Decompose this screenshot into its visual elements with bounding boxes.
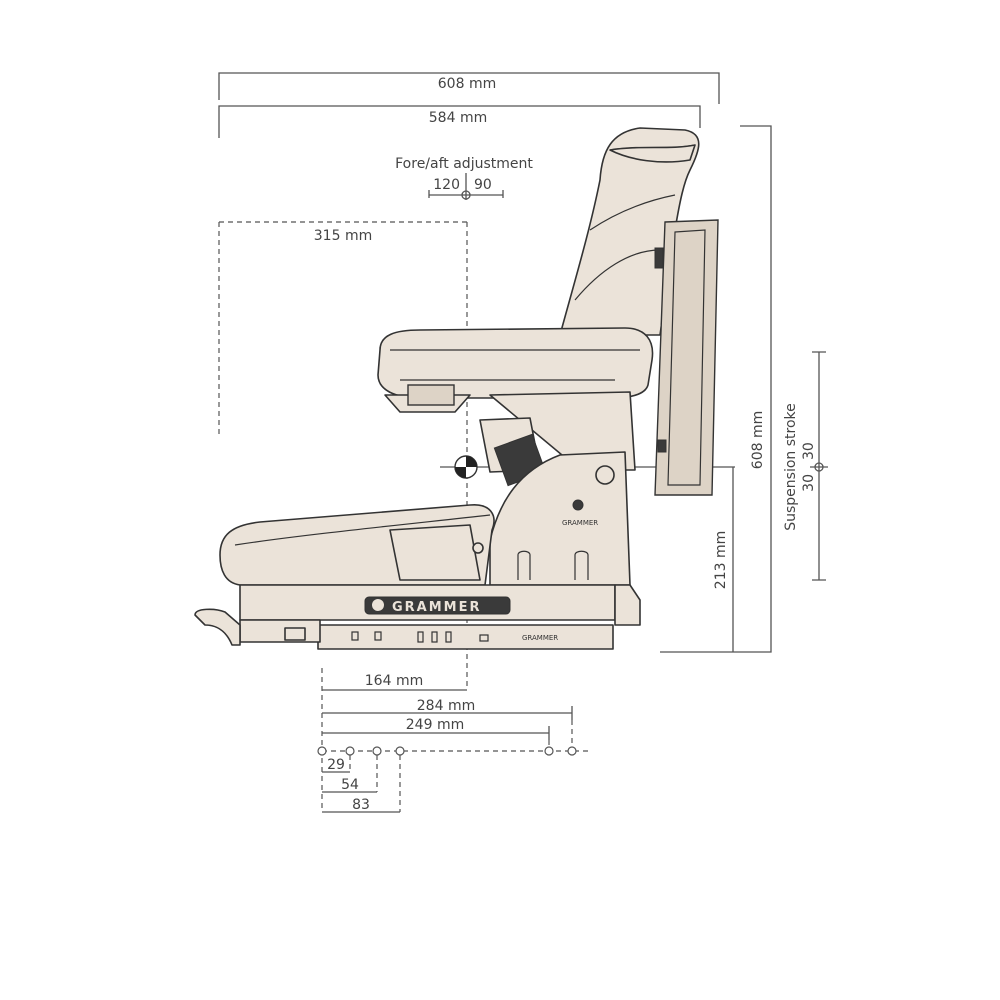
dim-fore-aft: Fore/aft adjustment 120 90 xyxy=(395,156,533,200)
dim-label-54: 54 xyxy=(341,777,359,793)
dim-label-29: 29 xyxy=(327,757,345,773)
fore-aft-back-value: 120 xyxy=(433,177,460,193)
dim-bottom: 164 mm 284 mm 249 mm 29 54 83 xyxy=(317,668,592,813)
mount-hole xyxy=(544,746,554,756)
mount-hole xyxy=(372,746,382,756)
base-brand-logo: GRAMMER xyxy=(392,600,482,615)
dim-seat-depth: 584 mm xyxy=(218,105,701,138)
dim-overall-width: 608 mm xyxy=(218,72,720,104)
dim-sip-height: 213 mm xyxy=(713,467,734,652)
dim-sip-depth: 315 mm xyxy=(218,221,467,435)
dim-label-164: 164 mm xyxy=(365,673,423,689)
dim-label-83: 83 xyxy=(352,797,370,813)
suspension-stroke-label: Suspension stroke xyxy=(783,403,799,531)
dim-label-315: 315 mm xyxy=(314,228,372,244)
dim-label-608-height: 608 mm xyxy=(750,411,766,469)
mount-hole xyxy=(317,746,327,756)
dim-suspension-stroke: Suspension stroke 30 30 xyxy=(783,351,828,581)
mount-hole xyxy=(567,746,577,756)
dim-label-584: 584 mm xyxy=(429,110,487,126)
fore-aft-title: Fore/aft adjustment xyxy=(395,156,533,172)
mount-hole xyxy=(345,746,355,756)
seat-illustration: GRAMMER GRAMMER GRAMMER xyxy=(194,127,719,650)
mount-hole xyxy=(395,746,405,756)
side-brand-label: GRAMMER xyxy=(562,519,598,527)
dim-label-249: 249 mm xyxy=(406,717,464,733)
dim-label-284: 284 mm xyxy=(417,698,475,714)
fore-aft-forward-value: 90 xyxy=(474,177,492,193)
dim-label-213: 213 mm xyxy=(713,531,729,589)
dim-label-608-width: 608 mm xyxy=(438,76,496,92)
rail-brand-label: GRAMMER xyxy=(522,634,558,642)
sip-marker xyxy=(454,455,478,479)
dim-overall-height: 608 mm xyxy=(660,125,772,653)
suspension-down-value: 30 xyxy=(801,474,817,492)
suspension-up-value: 30 xyxy=(801,442,817,460)
